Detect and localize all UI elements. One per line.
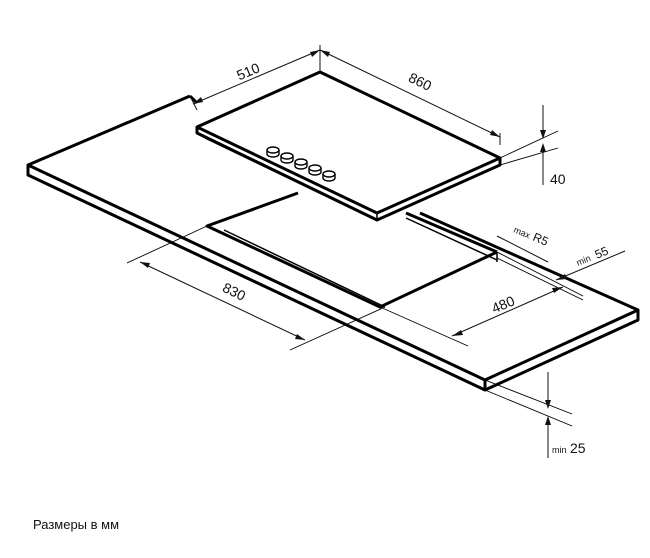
control-knob [308,164,322,176]
dimension-hob-width: 860 [319,49,501,145]
dimension-edge-offset: min 55 [496,244,626,301]
control-knobs [266,146,336,182]
dimension-counter-thickness: min 25 [484,372,586,458]
label-edge-offset-value: 55 [593,244,611,262]
control-knob [294,158,308,170]
label-corner-radius-value: R5 [531,230,551,249]
dimension-hob-depth: 510 [189,45,321,111]
dimension-cutout-depth: 480 [379,251,584,347]
label-hob-width: 860 [406,69,434,94]
label-hob-depth: 510 [234,59,262,83]
cutout [205,191,498,309]
label-corner-radius-prefix: max [512,225,532,241]
label-cutout-width: 830 [220,279,248,304]
label-hob-height: 40 [550,171,566,187]
hob [195,70,502,222]
units-caption: Размеры в мм [33,517,120,532]
label-counter-thickness-value: 25 [570,440,586,456]
control-knob [266,146,280,158]
dimension-hob-height: 40 [499,105,566,187]
label-cutout-depth: 480 [489,292,517,316]
control-knob [280,152,294,164]
control-knob [322,170,336,182]
label-counter-thickness-prefix: min [552,445,567,455]
